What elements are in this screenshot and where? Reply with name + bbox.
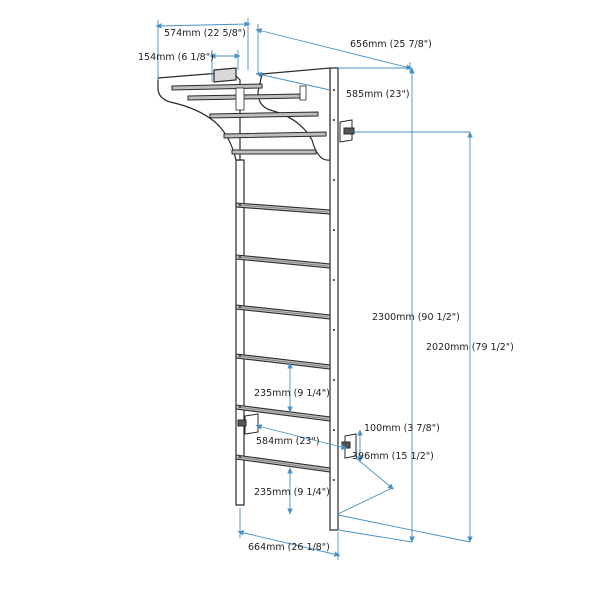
- label-wall-depth: 584mm (23"): [256, 436, 320, 447]
- label-rung-spacing-upper: 235mm (9 1/4"): [254, 388, 330, 399]
- bar-left-plate: [157, 71, 241, 161]
- label-bar-depth: 585mm (23"): [346, 89, 410, 100]
- label-base-width: 664mm (26 1/8"): [248, 542, 330, 553]
- label-total-top-width: 656mm (25 7/8"): [350, 39, 432, 50]
- right-upright: [329, 67, 339, 531]
- label-rung-spacing-lower: 235mm (9 1/4"): [254, 487, 330, 498]
- label-bracket-size: 100mm (3 7/8"): [364, 423, 440, 434]
- left-upright: [235, 159, 245, 506]
- dimension-labels: 574mm (22 5/8") 656mm (25 7/8") 154mm (6…: [138, 28, 514, 553]
- label-bar-offset: 154mm (6 1/8"): [138, 52, 214, 63]
- ladder: [235, 67, 339, 531]
- label-bracket-depth: 396mm (15 1/2"): [352, 451, 434, 462]
- label-top-left-width: 574mm (22 5/8"): [164, 28, 246, 39]
- bracket-left: [244, 413, 259, 435]
- label-total-height: 2300mm (90 1/2"): [372, 312, 460, 323]
- dimension-lines: [155, 18, 473, 560]
- pullup-bar-assembly: [157, 67, 331, 161]
- label-ladder-height: 2020mm (79 1/2"): [426, 342, 514, 353]
